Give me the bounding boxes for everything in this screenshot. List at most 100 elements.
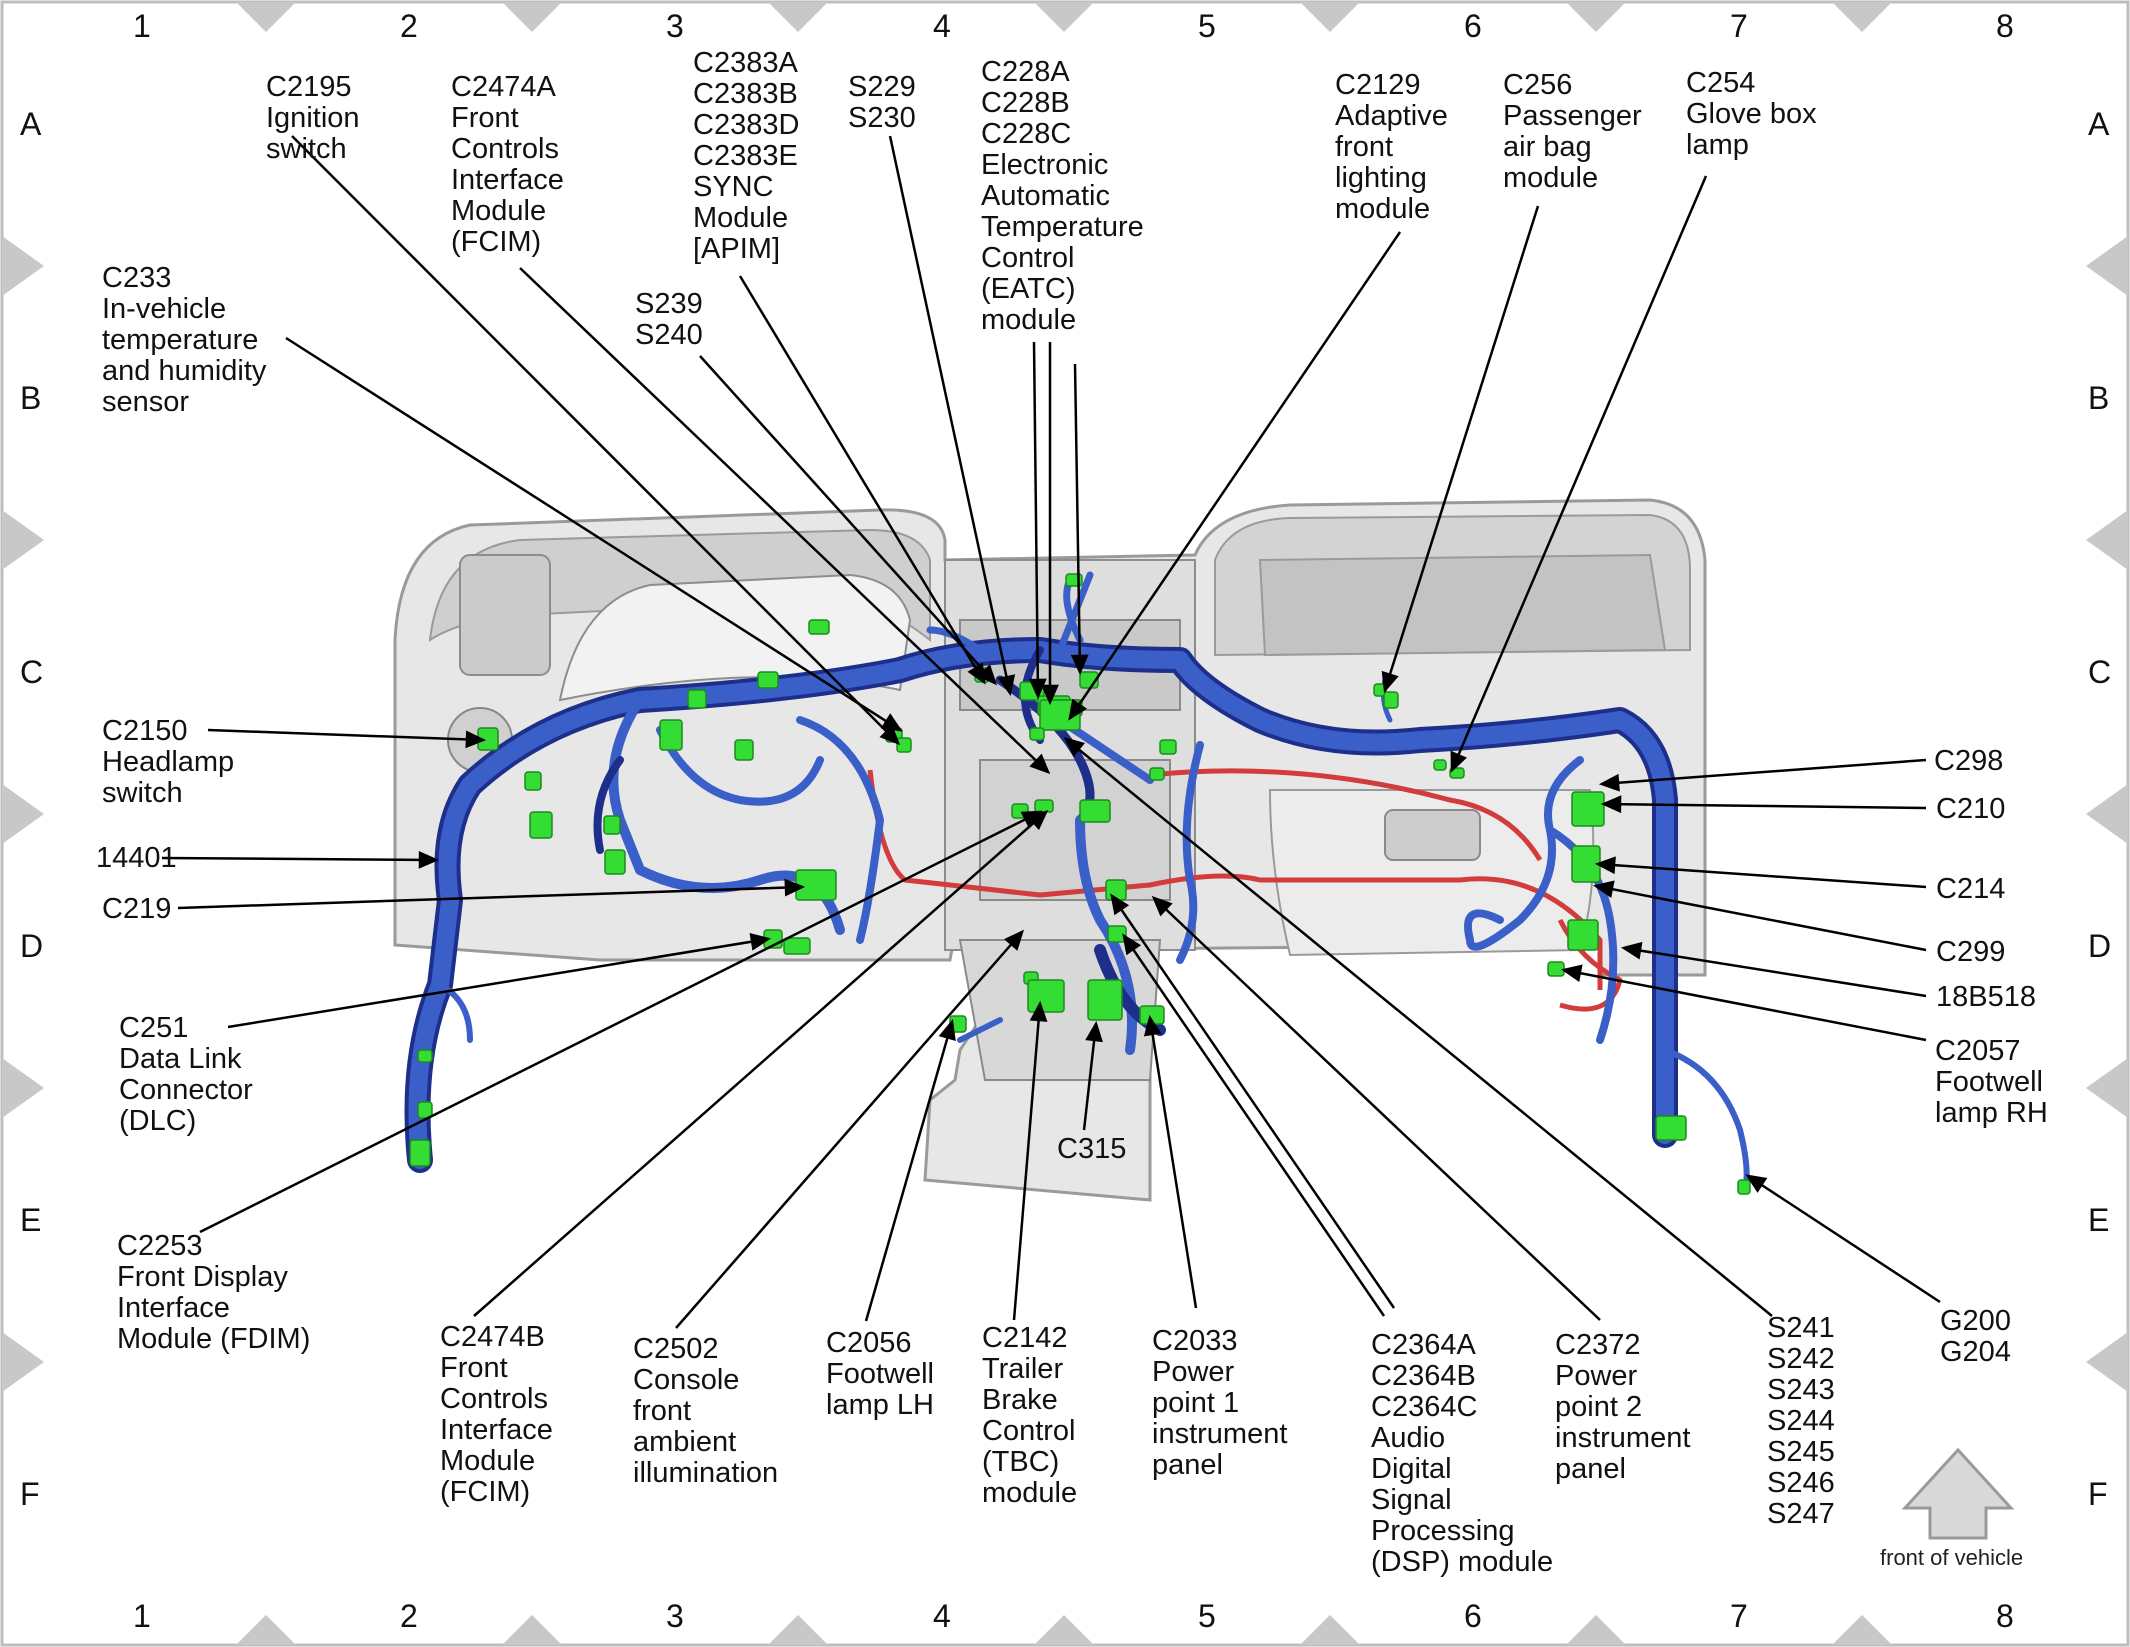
col-top-6: 6 [1464, 8, 1482, 44]
connector-11 [783, 937, 811, 955]
connector-42 [1655, 1115, 1687, 1141]
label-18b518: 18B518 [1936, 981, 2036, 1013]
connector-41 [1547, 961, 1565, 977]
connector-32 [1149, 767, 1165, 781]
leader-c2474a [519, 267, 1049, 773]
border-diamond-top [1034, 2, 1094, 32]
arrowhead-w14401 [418, 850, 440, 869]
border-diamond-left [2, 236, 44, 296]
border-diamond-bottom [1034, 1615, 1094, 1645]
border-diamond-top [768, 2, 828, 32]
connector-2 [529, 811, 553, 839]
arrowhead-c219 [784, 878, 806, 897]
center-controls [979, 759, 1171, 901]
connector-6 [687, 689, 707, 709]
front-of-vehicle-arrow [1901, 1447, 2015, 1540]
border-diamond-bottom [1832, 1615, 1892, 1645]
label-c2474a: C2474A Front Controls Interface Module (… [451, 71, 564, 258]
connector-13 [896, 737, 912, 753]
arrowhead-c2150 [465, 730, 487, 749]
border-diamond-bottom [768, 1615, 828, 1645]
label-c228: C228A C228B C228C Electronic Automatic T… [981, 56, 1144, 336]
arrowhead-c299 [1592, 880, 1615, 899]
leader-c256 [1383, 205, 1540, 691]
leader-c2502 [675, 931, 1023, 1329]
row-left-B: B [20, 380, 42, 416]
arrowhead-c256 [1381, 670, 1399, 693]
col-bottom-6: 6 [1464, 1598, 1482, 1634]
leader-c2150 [207, 728, 484, 742]
arrowhead-c2364b [1122, 933, 1142, 956]
arrowhead-s229 [997, 674, 1016, 697]
row-right-D: D [2088, 928, 2112, 964]
leader-w14401 [161, 856, 437, 862]
label-c2057: C2057 Footwell lamp RH [1935, 1035, 2048, 1129]
arrowhead-c2195 [879, 724, 901, 746]
label-s229: S229 S230 [848, 71, 916, 134]
label-c2502: C2502 Console front ambient illumination [633, 1333, 779, 1489]
connector-28 [1027, 979, 1065, 1013]
label-c2364: C2364A C2364B C2364C Audio Digital Signa… [1371, 1329, 1554, 1578]
connector-25 [1105, 879, 1127, 901]
arrowhead-c2142 [1029, 1000, 1048, 1022]
glove-box-handle [1384, 809, 1481, 861]
arrowhead-c2474b [1027, 809, 1049, 831]
label-c2372: C2372 Power point 2 instrument panel [1555, 1329, 1691, 1485]
right-dash-screen [1258, 553, 1667, 657]
label-c219: C219 [102, 893, 172, 925]
label-14401: 14401 [96, 842, 177, 874]
leader-c219 [177, 885, 803, 910]
leader-w18b518 [1623, 946, 1927, 998]
border-diamond-top [1566, 2, 1626, 32]
arrowhead-c298 [1598, 773, 1620, 792]
label-c2383: C2383A C2383B C2383D C2383E SYNC Module … [693, 47, 800, 265]
arrowhead-c2502 [1003, 929, 1025, 951]
connector-26 [1107, 925, 1127, 943]
row-left-F: F [20, 1476, 40, 1512]
leader-c233 [285, 336, 901, 732]
leader-c2056 [864, 1021, 954, 1322]
label-c233: C233 In-vehicle temperature and humidity… [102, 262, 267, 418]
border-diamond-bottom [502, 1615, 562, 1645]
label-c2056: C2056 Footwell lamp LH [826, 1327, 934, 1421]
leader-c2142 [1012, 1003, 1042, 1321]
col-bottom-8: 8 [1996, 1598, 2014, 1634]
leader-s241 [1065, 738, 1773, 1317]
connector-44 [409, 1139, 431, 1167]
border-diamond-left [2, 510, 44, 570]
connector-8 [757, 671, 779, 689]
arrowhead-c2372 [1151, 895, 1173, 917]
label-c256: C256 Passenger air bag module [1503, 69, 1642, 194]
connector-4 [604, 849, 626, 875]
connector-29 [1087, 979, 1123, 1021]
connector-47 [1029, 727, 1045, 741]
connector-3 [603, 815, 621, 835]
label-c254: C254 Glove box lamp [1686, 67, 1817, 161]
col-bottom-4: 4 [933, 1598, 951, 1634]
border-diamond-left [2, 784, 44, 844]
connector-38 [1571, 791, 1605, 827]
arrowhead-c251 [749, 932, 772, 951]
col-bottom-1: 1 [133, 1598, 151, 1634]
front-of-vehicle-note: front of vehicle [1880, 1545, 2024, 1570]
arrowhead-c254 [1450, 750, 1467, 773]
arrowhead-s241 [1063, 737, 1085, 757]
col-top-8: 8 [1996, 8, 2014, 44]
leader-c2364b [1122, 935, 1386, 1317]
col-top-1: 1 [133, 8, 151, 44]
border-diamond-bottom [1300, 1615, 1360, 1645]
leader-s229 [888, 135, 1012, 694]
connector-9 [795, 869, 837, 901]
label-c2033: C2033 Power point 1 instrument panel [1152, 1325, 1288, 1481]
connector-43 [1737, 1179, 1751, 1195]
leader-c2057 [1563, 968, 1927, 1042]
leader-s239 [699, 355, 996, 684]
arrowhead-c228a [1028, 678, 1047, 700]
connector-21 [1039, 699, 1081, 731]
col-top-5: 5 [1198, 8, 1216, 44]
connector-40 [1567, 919, 1599, 951]
arrowhead-c315 [1085, 1020, 1103, 1043]
leader-lines [161, 135, 1941, 1329]
border-diamond-bottom [1566, 1615, 1626, 1645]
